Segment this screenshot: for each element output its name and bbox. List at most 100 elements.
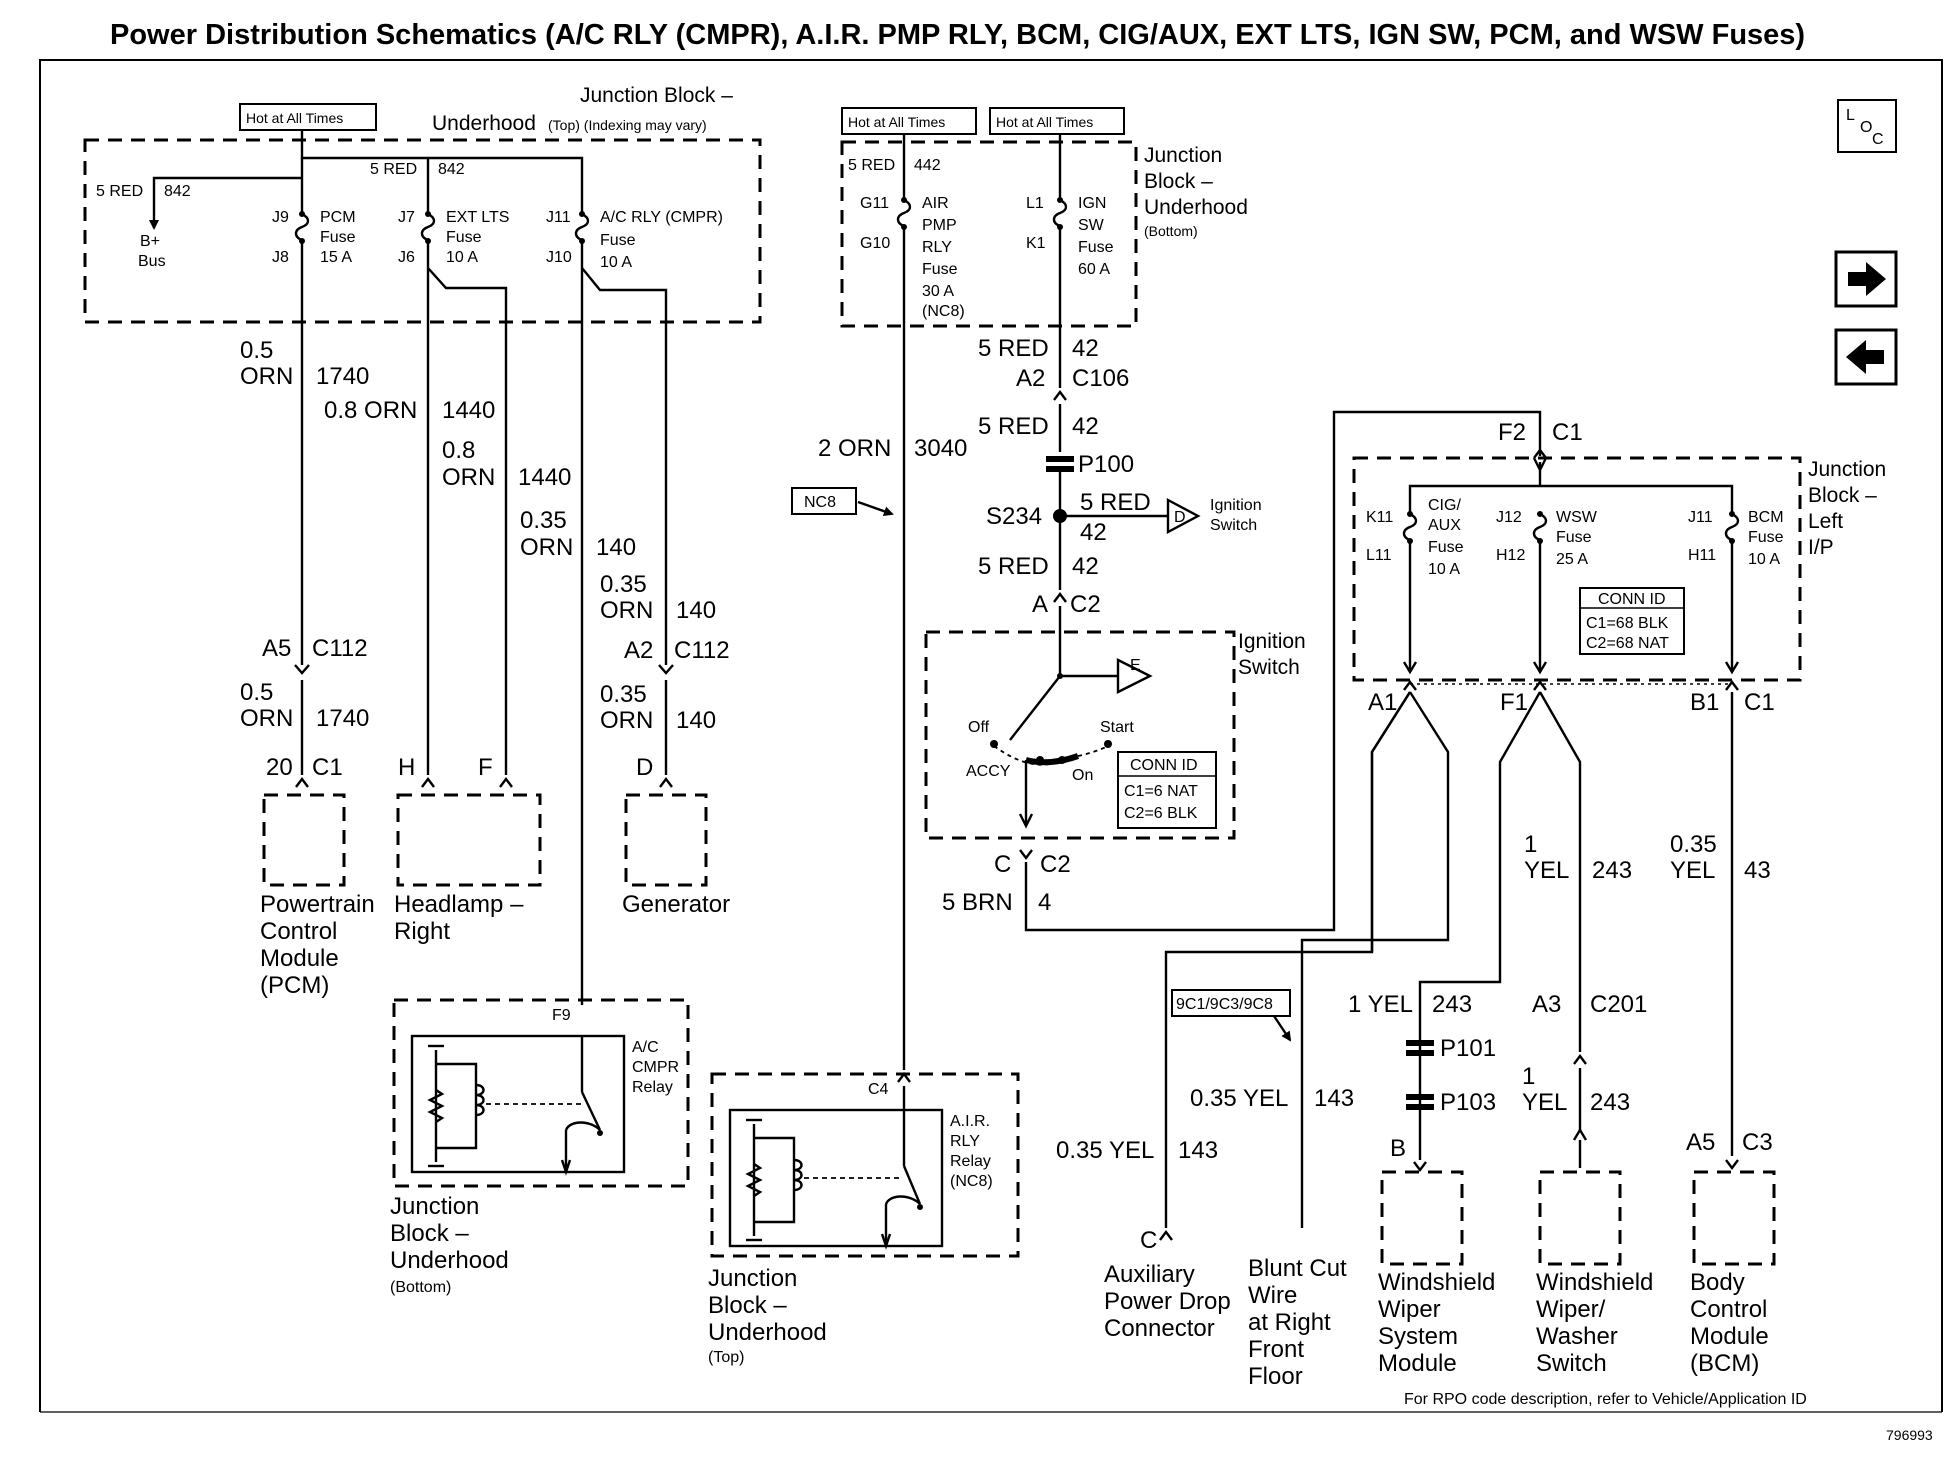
jb-top-title-2: Underhood bbox=[432, 112, 536, 135]
sw-title-2: Switch bbox=[1238, 656, 1300, 679]
wsw-comp-b-4: Switch bbox=[1536, 1350, 1607, 1377]
ign-conn-pin: A2 bbox=[1016, 365, 1045, 392]
cig-aux-fuse: K11 L11 CIG/ AUX Fuse 10 A bbox=[1366, 497, 1464, 578]
windshield-wiper-system-module bbox=[1380, 1170, 1464, 1266]
ign-fuse-label-2: SW bbox=[1078, 217, 1105, 234]
blunt-1: Blunt Cut bbox=[1248, 1255, 1347, 1282]
ac-relay-label-1: A/C bbox=[632, 1039, 659, 1056]
bcm-comp-4: (BCM) bbox=[1690, 1350, 1759, 1377]
wsw-comp-b-2: Wiper/ bbox=[1536, 1296, 1606, 1323]
headlamp-wire-1: 0.8 ORN bbox=[324, 397, 417, 424]
jb-top-title-3: (Top) (Indexing may vary) bbox=[548, 117, 707, 133]
ign-fuse-label-3: Fuse bbox=[1078, 239, 1114, 256]
ac-circuit-1: 140 bbox=[596, 534, 636, 561]
bcm-comp-3: Module bbox=[1690, 1323, 1769, 1350]
wsw-conn: C201 bbox=[1590, 991, 1647, 1018]
ac-fuse-pin-out: J10 bbox=[546, 249, 572, 266]
bus-wire-label: 5 RED bbox=[370, 161, 417, 178]
pcm-wire-1: 0.5 bbox=[240, 337, 273, 364]
wsw-fuse-label-2: Fuse bbox=[1556, 529, 1592, 546]
air-wire: 2 ORN bbox=[818, 435, 891, 462]
previous-page-button[interactable] bbox=[1834, 328, 1898, 386]
ign-connid-2: C2=6 BLK bbox=[1124, 805, 1198, 822]
air-fuse-label-2: PMP bbox=[922, 217, 957, 234]
air-relay-jb-4: (Top) bbox=[708, 1349, 744, 1366]
wsw-comp-a-3: System bbox=[1378, 1323, 1458, 1350]
sw-e-label: E bbox=[1130, 657, 1141, 674]
jb-bottom-title-3: Underhood bbox=[1144, 196, 1248, 219]
bcm-fuse-pin-in: J11 bbox=[1688, 509, 1713, 526]
wsw-wire-3b: YEL bbox=[1522, 1089, 1567, 1116]
ac-relay-jb-1: Junction bbox=[390, 1193, 479, 1220]
jb-left-in-pin: F2 bbox=[1498, 419, 1526, 446]
headlamp-circuit-1: 1440 bbox=[442, 397, 495, 424]
air-rly-relay: C4 A.I.R. RLY Relay (NC8) bbox=[710, 1072, 1020, 1258]
cig-fuse-label-3: Fuse bbox=[1428, 539, 1464, 556]
air-relay-jb-1: Junction bbox=[708, 1265, 797, 1292]
wsw-fuse-label-3: 25 A bbox=[1556, 551, 1588, 568]
pcm-module bbox=[262, 793, 346, 887]
wsw-fuse-pin-out: H12 bbox=[1496, 547, 1525, 564]
jb-bottom-wire: 5 RED bbox=[848, 157, 895, 174]
frame-border bbox=[39, 59, 1943, 1412]
ext-lts-fuse: J7 J6 EXT LTS Fuse 10 A bbox=[398, 209, 509, 266]
left-wire-label: 5 RED bbox=[96, 183, 143, 200]
ac-rly-fuse: J11 J10 A/C RLY (CMPR) Fuse 10 A bbox=[546, 209, 723, 271]
jb-bottom-title-2: Block – bbox=[1144, 170, 1213, 193]
cig-fuse-label-4: 10 A bbox=[1428, 561, 1460, 578]
ac-relay-label-2: CMPR bbox=[632, 1059, 679, 1076]
ac-relay-label-3: Relay bbox=[632, 1079, 673, 1096]
hot-badge-2 bbox=[989, 107, 1125, 135]
pcm-wire-2b: ORN bbox=[240, 705, 293, 732]
bus-label: Bus bbox=[138, 253, 166, 270]
ac-circuit-2: 140 bbox=[676, 597, 716, 624]
wsw-fuse: J12 H12 WSW Fuse 25 A bbox=[1496, 509, 1598, 568]
tap-dest-1: Ignition bbox=[1210, 497, 1262, 514]
wsw-circuit-3: 243 bbox=[1590, 1089, 1630, 1116]
ign-conn-id-table bbox=[1117, 751, 1217, 829]
ac-wire-2: 0.35 bbox=[600, 571, 647, 598]
bcm-fuse: J11 H11 BCM Fuse 10 A bbox=[1688, 509, 1784, 568]
ignition-switch-ref-arrow bbox=[1166, 498, 1201, 534]
ign-circuit-2: 42 bbox=[1072, 413, 1099, 440]
ignition-switch: E Off Start ACCY On CONN ID C1=6 NAT C2=… bbox=[924, 630, 1236, 840]
next-page-button[interactable] bbox=[1834, 250, 1898, 308]
ac-fuse-label-3: 10 A bbox=[600, 254, 632, 271]
hot-at-all-times-badge bbox=[239, 103, 377, 131]
sw-wire-4: 5 BRN bbox=[942, 889, 1013, 916]
air-fuse-label-1: AIR bbox=[922, 195, 949, 212]
ext-fuse-label-2: Fuse bbox=[446, 229, 482, 246]
splice-p100-label: P100 bbox=[1078, 451, 1134, 478]
tap-letter: D bbox=[1174, 509, 1186, 526]
pcm-comp-2: Control bbox=[260, 918, 337, 945]
splice-p101 bbox=[1406, 1040, 1434, 1056]
air-fuse-label-5: 30 A bbox=[922, 283, 954, 300]
cig-wire-2: 0.35 YEL bbox=[1056, 1137, 1154, 1164]
windshield-wiper-washer-switch bbox=[1538, 1170, 1622, 1266]
bus-circuit-label: 842 bbox=[438, 161, 465, 178]
jb-left-in-conn: C1 bbox=[1552, 419, 1583, 446]
location-view-button[interactable]: L O C bbox=[1837, 99, 1897, 153]
ign-circuit-3: 42 bbox=[1072, 553, 1099, 580]
figure-id: 796993 bbox=[1886, 1427, 1933, 1443]
blunt-4: Front bbox=[1248, 1336, 1304, 1363]
ac-wire-2b: ORN bbox=[600, 597, 653, 624]
air-relay-pin: C4 bbox=[868, 1081, 889, 1098]
wsw-wire-1: 1 bbox=[1524, 831, 1537, 858]
generator bbox=[624, 793, 708, 887]
ac-relay-jb-2: Block – bbox=[390, 1220, 469, 1247]
bcm-comp-2: Control bbox=[1690, 1296, 1767, 1323]
wsw-comp-a-2: Wiper bbox=[1378, 1296, 1441, 1323]
headlamp-wire-2: 0.8 bbox=[442, 437, 475, 464]
cig-fuse-pin-in: K11 bbox=[1366, 509, 1393, 526]
ac-relay-pin: F9 bbox=[552, 1007, 571, 1024]
pcm-wire-2: 0.5 bbox=[240, 679, 273, 706]
jb-top-title-1: Junction Block – bbox=[580, 84, 733, 107]
pcm-fuse-pin-in: J9 bbox=[272, 209, 289, 226]
tap-circuit: 42 bbox=[1080, 519, 1107, 546]
pcm-comp-4: (PCM) bbox=[260, 972, 329, 999]
jb-bottom-title-1: Junction bbox=[1144, 144, 1222, 167]
body-control-module bbox=[1692, 1170, 1776, 1266]
ac-wire-1b: ORN bbox=[520, 534, 573, 561]
hot-badge-2-text: Hot at All Times bbox=[996, 114, 1093, 130]
